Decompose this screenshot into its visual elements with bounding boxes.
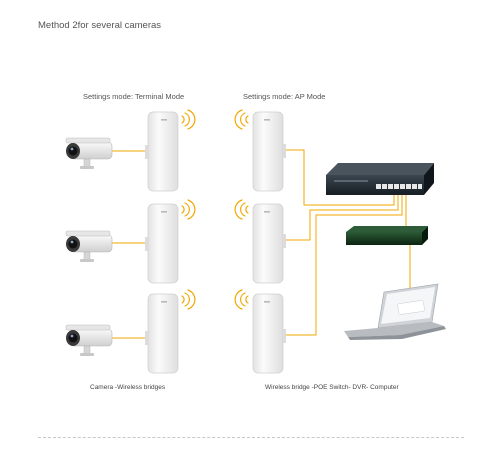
wireless-bridge-icon: [252, 293, 286, 374]
wireless-bridge-icon: [252, 203, 286, 284]
page-title: Method 2for several cameras: [38, 20, 162, 31]
ap-mode-label: Settings mode: AP Mode: [243, 92, 326, 101]
laptop-icon: [344, 283, 446, 340]
wifi-signal-icon: [181, 289, 196, 310]
wifi-signal-icon: [181, 199, 196, 220]
dvr-icon: [346, 226, 428, 245]
cable-bridge-1: [283, 149, 395, 206]
wireless-bridge-icon: [252, 111, 286, 192]
cable-bridge-2: [283, 195, 399, 241]
ip-camera-icon: [65, 137, 113, 169]
footer-divider: [38, 437, 464, 438]
ip-camera-icon: [65, 324, 113, 356]
wifi-signal-icon: [181, 109, 196, 130]
ip-camera-icon: [65, 230, 113, 262]
bridge-switch-dvr-computer-caption: Wireless bridge -POE Switch- DVR- Comput…: [265, 384, 399, 391]
wireless-bridge-icon: [145, 293, 179, 374]
wireless-bridge-icon: [145, 111, 179, 192]
terminal-mode-label: Settings mode: Terminal Mode: [83, 92, 185, 101]
camera-bridges-caption: Camera -Wireless bridges: [90, 384, 166, 391]
wifi-signal-icon: [234, 199, 249, 220]
cable-bridge-3: [283, 195, 403, 336]
cable-lines: [112, 149, 411, 339]
switch-ports: [376, 184, 422, 189]
wifi-signal-icon: [234, 289, 249, 310]
poe-switch-icon: [326, 163, 434, 195]
wifi-signal-icon: [234, 109, 249, 130]
wireless-bridge-icon: [145, 203, 179, 284]
